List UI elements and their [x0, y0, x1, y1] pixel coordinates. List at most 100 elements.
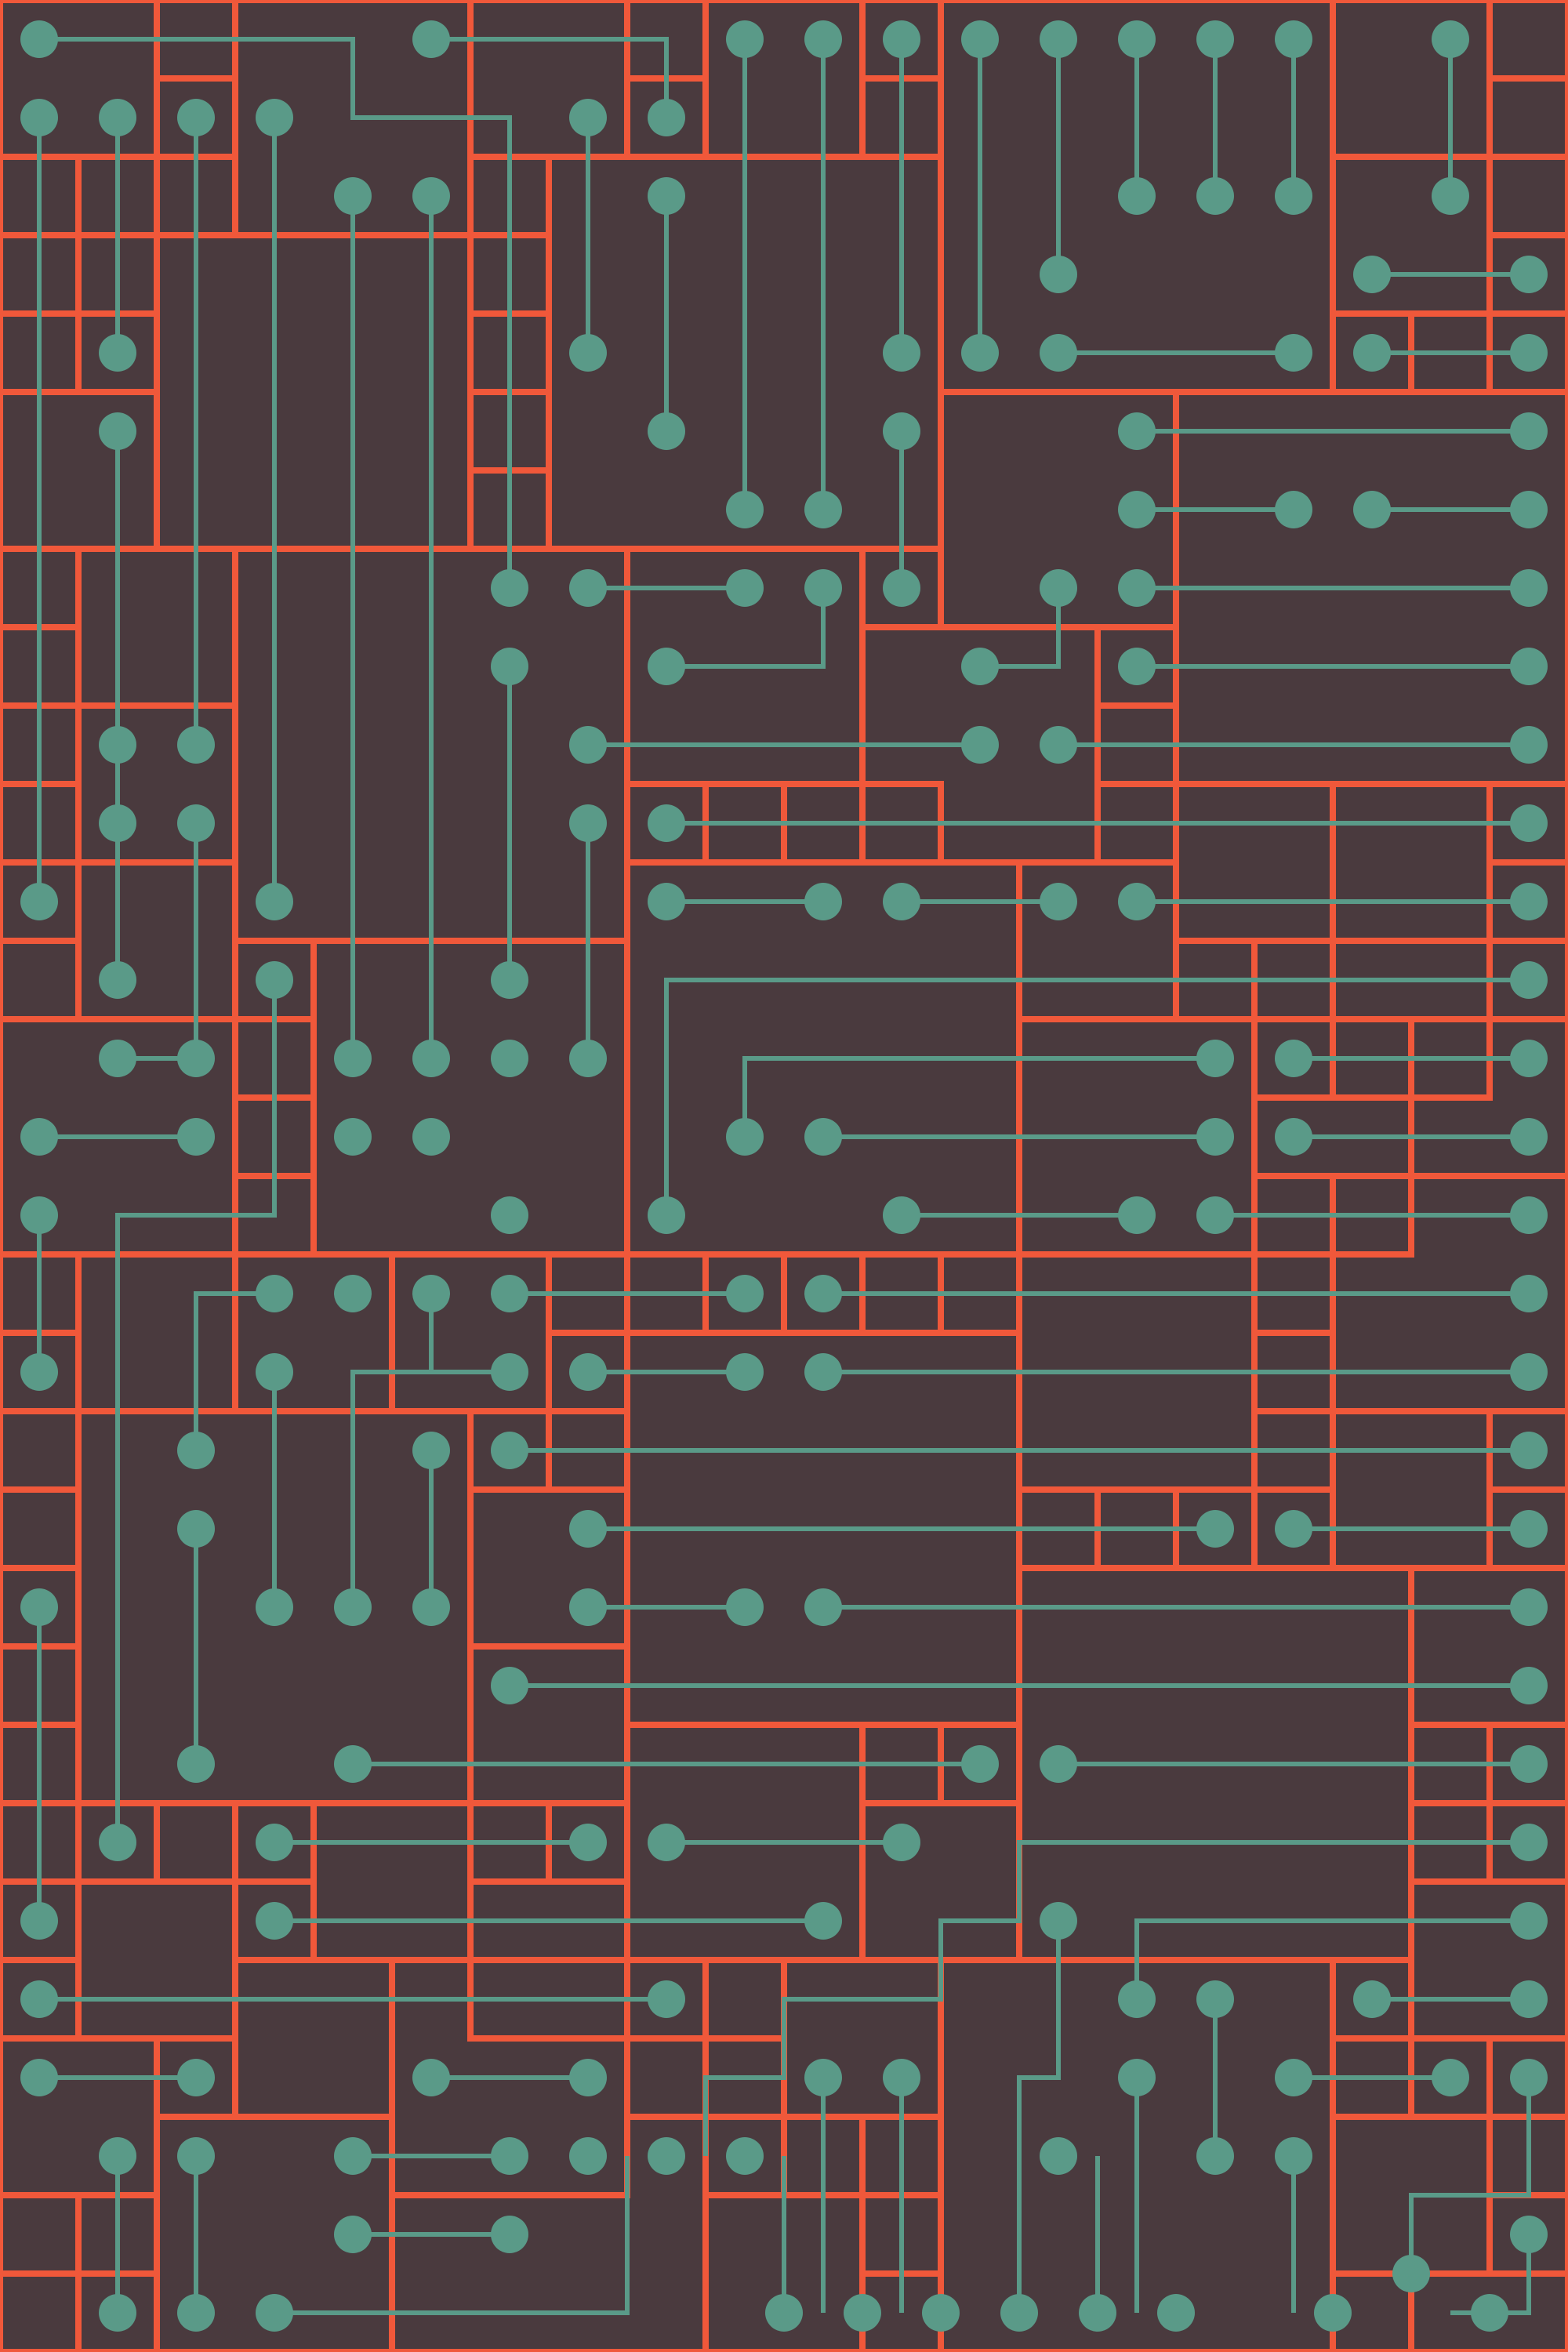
node-dot	[569, 1588, 607, 1626]
trace-layer	[37, 37, 1531, 2315]
node-dot	[804, 569, 842, 607]
node-dot	[1275, 1510, 1312, 1548]
node-dot	[804, 491, 842, 528]
node-dot	[961, 20, 999, 58]
node-dot	[569, 2059, 607, 2096]
node-dot	[1353, 334, 1391, 372]
node-dot	[412, 2059, 450, 2096]
node-dot	[1118, 491, 1156, 528]
node-dot	[1510, 491, 1548, 528]
node-dot	[177, 2137, 215, 2175]
node-dot	[569, 1353, 607, 1391]
node-dot	[1040, 1745, 1077, 1783]
node-dot	[1510, 1588, 1548, 1626]
node-dot	[1510, 412, 1548, 450]
node-dot	[569, 569, 607, 607]
node-dot	[1196, 20, 1234, 58]
node-dot	[648, 648, 685, 685]
node-dot	[1196, 1510, 1234, 1548]
node-dot	[1510, 1667, 1548, 1704]
node-dot	[1118, 2059, 1156, 2096]
trace	[664, 978, 1529, 1215]
node-dot	[569, 334, 607, 372]
node-dot	[804, 1353, 842, 1391]
node-dot	[648, 99, 685, 136]
node-dot	[1275, 1118, 1312, 1156]
node-dot	[1510, 1902, 1548, 1940]
node-dot	[1118, 648, 1156, 685]
node-dot	[177, 726, 215, 764]
node-dot	[256, 1902, 293, 1940]
node-dot	[1275, 20, 1312, 58]
node-dot	[1275, 1040, 1312, 1077]
node-dot	[804, 1588, 842, 1626]
node-dot	[648, 2137, 685, 2175]
node-dot	[1040, 334, 1077, 372]
trace	[703, 1840, 1529, 2156]
node-dot	[1510, 1353, 1548, 1391]
node-dot	[648, 1980, 685, 2018]
node-dot	[412, 1040, 450, 1077]
node-dot	[412, 1588, 450, 1626]
node-dot	[1275, 2137, 1312, 2175]
node-dot	[1510, 961, 1548, 999]
node-dot	[177, 1432, 215, 1469]
node-dot	[1353, 256, 1391, 293]
node-dot	[177, 1745, 215, 1783]
node-dot	[726, 1588, 764, 1626]
node-dot	[804, 883, 842, 920]
node-dot	[334, 177, 372, 215]
node-dot	[491, 1275, 528, 1312]
node-dot	[334, 1275, 372, 1312]
node-dot	[1510, 883, 1548, 920]
node-dot	[334, 1745, 372, 1783]
node-dot	[99, 726, 136, 764]
node-dot	[1471, 2294, 1508, 2332]
node-dot	[1118, 412, 1156, 450]
node-dot	[883, 569, 920, 607]
node-dot	[1118, 1196, 1156, 1234]
node-dot	[1510, 1824, 1548, 1861]
node-dot	[20, 1980, 58, 2018]
node-dot	[1510, 1196, 1548, 1234]
node-dot	[883, 1196, 920, 1234]
node-dot	[1196, 1196, 1234, 1234]
node-dot	[256, 961, 293, 999]
node-dot	[1040, 883, 1077, 920]
node-dot	[20, 1902, 58, 1940]
node-dot	[1275, 177, 1312, 215]
node-dot	[726, 20, 764, 58]
node-dot	[20, 20, 58, 58]
node-dot	[177, 1118, 215, 1156]
node-dot	[569, 804, 607, 842]
node-dot	[1275, 491, 1312, 528]
node-dot	[804, 1902, 842, 1940]
node-dot	[1196, 1980, 1234, 2018]
node-dot	[20, 1588, 58, 1626]
node-dot	[177, 2059, 215, 2096]
node-dot	[412, 1432, 450, 1469]
node-dot	[883, 334, 920, 372]
node-dot	[804, 1118, 842, 1156]
node-dot	[1118, 883, 1156, 920]
node-dot	[648, 177, 685, 215]
node-dot	[491, 569, 528, 607]
node-dot	[648, 804, 685, 842]
node-dot	[1275, 2059, 1312, 2096]
node-dot	[99, 412, 136, 450]
node-dot	[726, 569, 764, 607]
node-dot	[1510, 1432, 1548, 1469]
node-dot	[1196, 2137, 1234, 2175]
grid-cell	[1408, 2270, 1568, 2352]
node-dot	[256, 2294, 293, 2332]
trace	[274, 2156, 630, 2315]
node-dot	[1510, 1118, 1548, 1156]
node-dot	[99, 334, 136, 372]
node-dot	[1510, 256, 1548, 293]
node-dot	[491, 1040, 528, 1077]
node-dot	[491, 961, 528, 999]
node-dot	[1118, 569, 1156, 607]
node-dot	[20, 99, 58, 136]
node-dot	[177, 99, 215, 136]
node-dot	[1040, 726, 1077, 764]
